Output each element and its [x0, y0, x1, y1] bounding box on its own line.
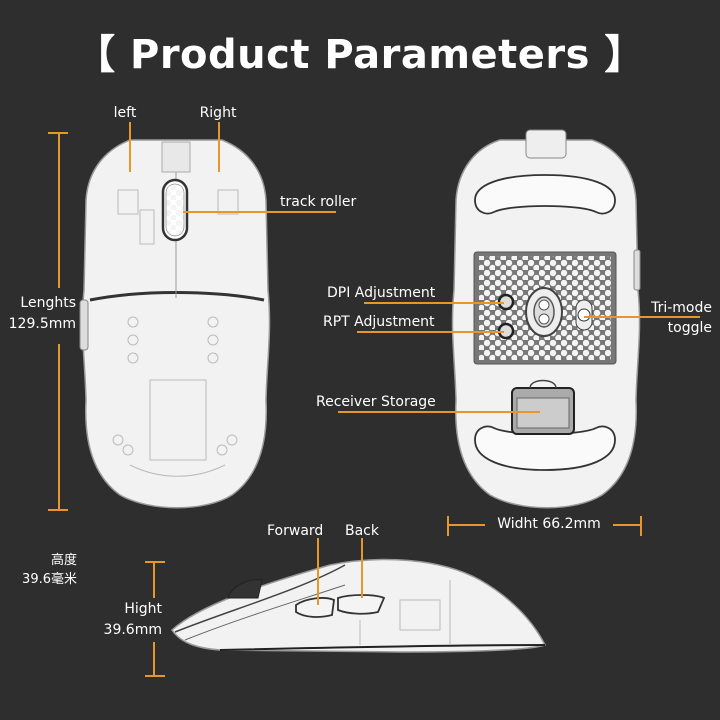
- length-label: Lenghts: [20, 295, 76, 311]
- width-label: Widht 66.2mm: [497, 516, 601, 532]
- page-title: 【 Product Parameters 】: [75, 32, 645, 78]
- mouse-top-view: [79, 139, 271, 509]
- height-cn-label: 高度: [50, 553, 77, 568]
- right-button-label: Right: [199, 105, 237, 121]
- height-cn-value: 39.6毫米: [22, 572, 77, 587]
- dpi-adjustment-label: DPI Adjustment: [327, 285, 436, 301]
- height-label: Hight: [124, 601, 162, 617]
- mouse-side-view: [171, 558, 547, 653]
- top-view-leader-lines: [48, 122, 336, 511]
- left-button-label: left: [113, 105, 137, 121]
- rpt-adjustment-label: RPT Adjustment: [323, 314, 435, 330]
- length-value: 129.5mm: [8, 316, 76, 332]
- tri-mode-label-line2: toggle: [667, 320, 712, 336]
- forward-button-label: Forward: [267, 523, 324, 539]
- tri-mode-label-line1: Tri-mode: [651, 300, 712, 316]
- track-roller-label: track roller: [280, 194, 357, 210]
- bottom-view-leader-lines: [338, 302, 700, 536]
- mouse-bottom-view: [451, 129, 641, 509]
- height-value: 39.6mm: [103, 622, 162, 638]
- back-button-label: Back: [345, 523, 379, 539]
- side-view-leader-lines: [145, 538, 363, 677]
- receiver-storage-label: Receiver Storage: [316, 394, 436, 410]
